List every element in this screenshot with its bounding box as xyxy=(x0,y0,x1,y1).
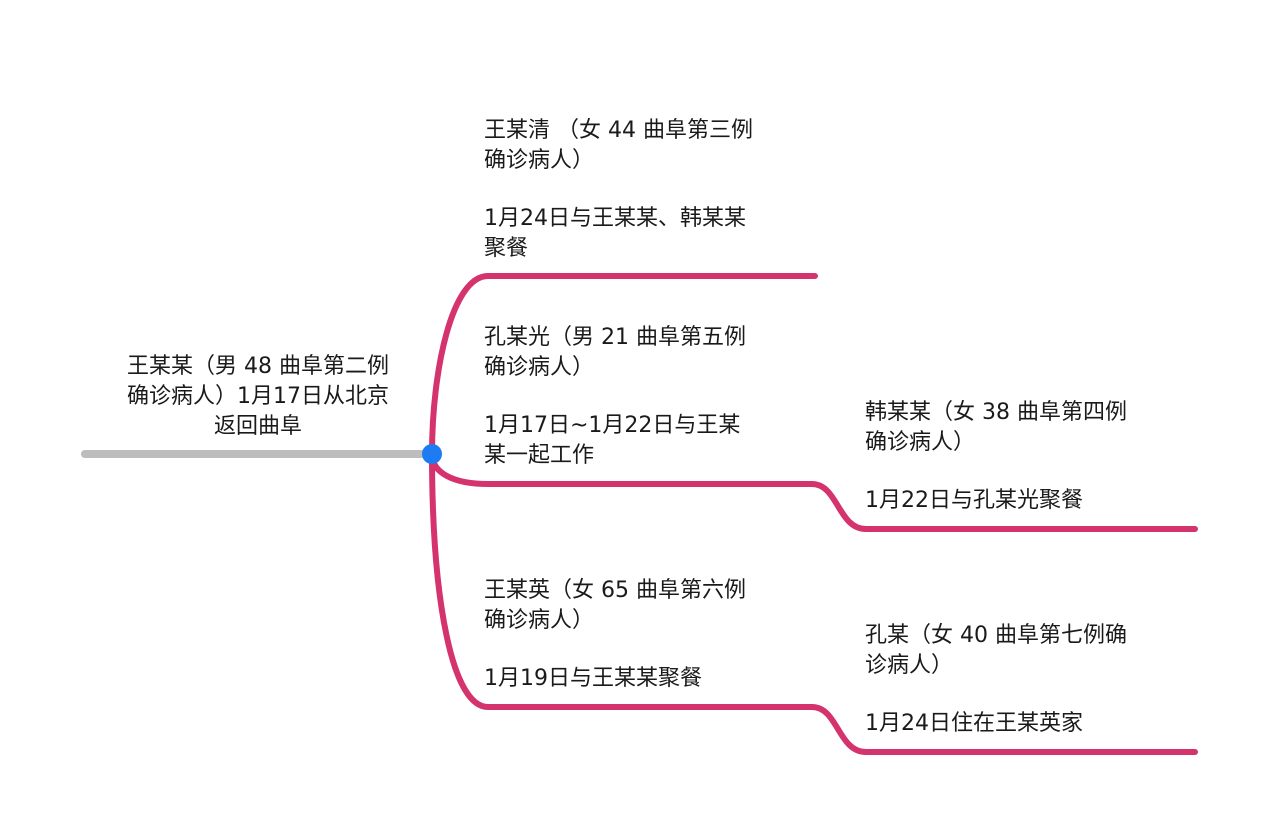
node-title: 确诊病人） xyxy=(484,148,595,173)
node-detail: 1月19日与王某某聚餐 xyxy=(484,666,702,691)
node-title: 王某清 （女 44 曲阜第三例 xyxy=(484,118,753,143)
branch-kong-mou xyxy=(809,704,1198,755)
root-node[interactable]: 王某某（男 48 曲阜第二例 确诊病人）1月17日从北京 返回曲阜 xyxy=(88,352,428,442)
branch-han-moumou xyxy=(809,481,1198,532)
node-title: 确诊病人） xyxy=(865,430,976,455)
node-kong-mou[interactable]: 孔某（女 40 曲阜第七例确 诊病人） 1月24日住在王某英家 xyxy=(865,621,1127,739)
node-title: 确诊病人） xyxy=(484,608,595,633)
node-han-moumou[interactable]: 韩某某（女 38 曲阜第四例 确诊病人） 1月22日与孔某光聚餐 xyxy=(865,398,1127,516)
node-detail: 1月24日与王某某、韩某某 xyxy=(484,206,746,231)
node-detail: 1月24日住在王某英家 xyxy=(865,711,1083,736)
node-wang-mouying[interactable]: 王某英（女 65 曲阜第六例 确诊病人） 1月19日与王某某聚餐 xyxy=(484,576,746,694)
node-kong-mouguang[interactable]: 孔某光（男 21 曲阜第五例 确诊病人） 1月17日~1月22日与王某 某一起工… xyxy=(484,323,746,471)
node-detail: 某一起工作 xyxy=(484,443,595,468)
node-title: 诊病人） xyxy=(865,653,954,678)
node-detail: 聚餐 xyxy=(484,236,529,261)
node-wang-mouqing[interactable]: 王某清 （女 44 曲阜第三例 确诊病人） 1月24日与王某某、韩某某 聚餐 xyxy=(484,116,753,264)
node-title: 确诊病人） xyxy=(484,355,595,380)
root-text-line: 王某某（男 48 曲阜第二例 xyxy=(127,354,389,379)
root-text-line: 返回曲阜 xyxy=(213,414,302,439)
branch-wang-mouqing xyxy=(429,273,818,457)
root-connector-dot[interactable] xyxy=(422,444,442,464)
root-text-line: 确诊病人）1月17日从北京 xyxy=(127,384,389,409)
node-title: 孔某光（男 21 曲阜第五例 xyxy=(484,325,746,350)
branch-wang-mouying xyxy=(429,451,815,710)
node-detail: 1月17日~1月22日与王某 xyxy=(484,413,741,438)
node-detail: 1月22日与孔某光聚餐 xyxy=(865,488,1083,513)
node-title: 王某英（女 65 曲阜第六例 xyxy=(484,578,746,603)
node-title: 孔某（女 40 曲阜第七例确 xyxy=(865,623,1127,648)
node-title: 韩某某（女 38 曲阜第四例 xyxy=(865,400,1127,425)
